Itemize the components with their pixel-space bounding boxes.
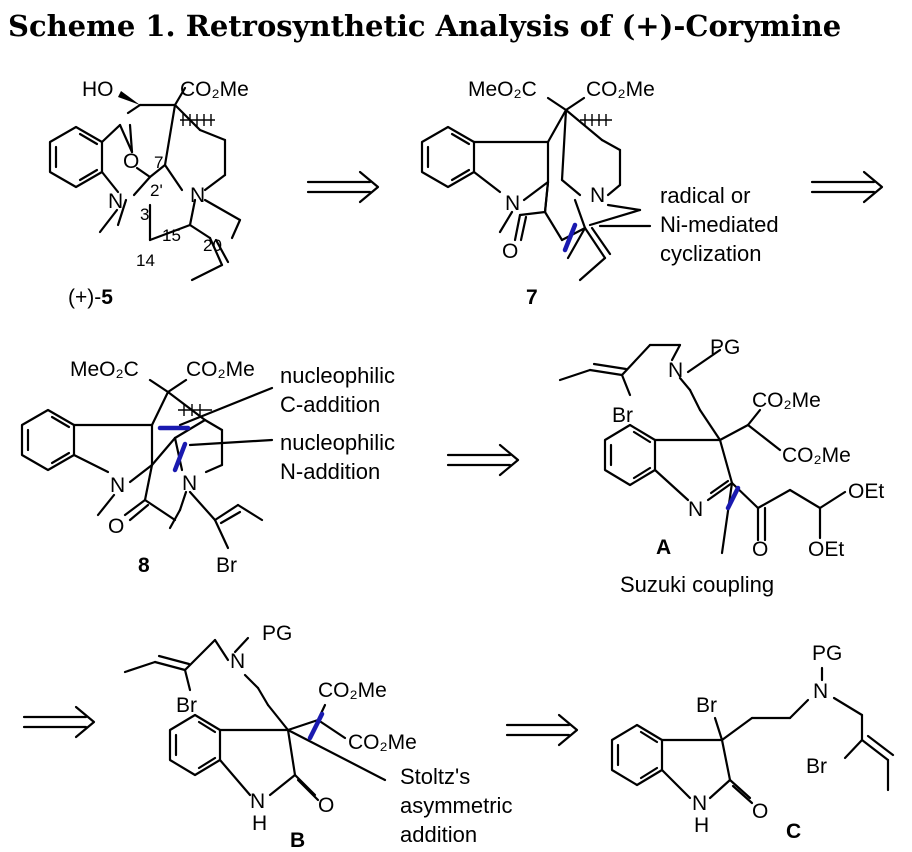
atom-label-meo2c: MeO₂C: [468, 78, 537, 101]
atom-label-co2me: CO₂Me: [186, 358, 255, 381]
atom-label-co2me: CO₂Me: [752, 389, 821, 412]
atom-label-o: O: [752, 538, 768, 561]
svg-text:nucleophilic: nucleophilic: [280, 430, 395, 455]
atom-label-meo2c: MeO₂C: [70, 358, 139, 381]
atom-label-br: Br: [806, 755, 827, 778]
atom-number-14: 14: [136, 251, 155, 270]
atom-label-n: N: [688, 498, 703, 521]
compound-label-8: 8: [138, 554, 150, 577]
retro-arrow: [505, 713, 579, 747]
atom-label-h: H: [694, 814, 709, 837]
compound-a-structure: [558, 343, 847, 555]
atom-label-n: N: [813, 680, 828, 703]
svg-text:C-addition: C-addition: [280, 392, 380, 417]
atom-number-3: 3: [140, 205, 149, 224]
compound-label-a: A: [656, 536, 671, 559]
annotation-nucleophilic-n-addition: nucleophilic N-addition: [280, 430, 395, 484]
atom-label-o: O: [318, 794, 334, 817]
retro-arrow: [306, 170, 380, 204]
retro-arrow: [810, 170, 884, 204]
atom-label-n: N: [250, 790, 265, 813]
annotation-stoltz-addition: Stoltz's asymmetric addition: [400, 764, 512, 847]
svg-text:N-addition: N-addition: [280, 459, 380, 484]
annotation-radical-cyclization: radical or Ni-mediated cyclization: [660, 183, 779, 266]
atom-label-br: Br: [612, 404, 633, 427]
atom-label-co2me: CO₂Me: [318, 679, 387, 702]
atom-label-h: H: [252, 812, 267, 835]
atom-label-pg: PG: [262, 622, 292, 645]
svg-text:asymmetric: asymmetric: [400, 793, 512, 818]
atom-label-oet: OEt: [848, 480, 884, 503]
atom-label-o: O: [123, 150, 139, 173]
svg-text:cyclization: cyclization: [660, 241, 761, 266]
atom-label-pg: PG: [812, 642, 842, 665]
atom-label-co2me: CO₂Me: [586, 78, 655, 101]
retro-arrow: [22, 705, 96, 739]
scheme-title: Scheme 1. Retrosynthetic Analysis of (+)…: [8, 9, 841, 43]
compound-label-b: B: [290, 829, 305, 852]
atom-label-co2me: CO₂Me: [348, 731, 417, 754]
atom-label-o: O: [108, 515, 124, 538]
atom-number-2: 2': [150, 181, 163, 200]
atom-number-15: 15: [162, 226, 181, 245]
compound-5-structure: [48, 86, 242, 282]
atom-label-br: Br: [696, 694, 717, 717]
atom-number-7: 7: [154, 153, 163, 172]
atom-label-ho: HO: [82, 78, 114, 101]
svg-text:radical or: radical or: [660, 183, 750, 208]
svg-text:addition: addition: [400, 822, 477, 847]
compound-label-c: C: [786, 820, 801, 843]
atom-label-n: N: [668, 359, 683, 382]
atom-label-n: N: [692, 792, 707, 815]
svg-text:Stoltz's: Stoltz's: [400, 764, 470, 789]
atom-label-n: N: [230, 650, 245, 673]
atom-label-co2me: CO₂Me: [782, 444, 851, 467]
atom-label-co2me: CO₂Me: [180, 78, 249, 101]
atom-label-n: N: [190, 184, 205, 207]
atom-label-n: N: [590, 184, 605, 207]
atom-number-20: 20: [203, 236, 222, 255]
compound-b-structure: [123, 636, 387, 802]
compound-8-structure: [20, 378, 274, 550]
atom-label-pg: PG: [710, 336, 740, 359]
compound-label-5: (+)-5: [68, 286, 113, 309]
compound-7-structure: [420, 96, 652, 282]
atom-label-oet: OEt: [808, 538, 844, 561]
svg-text:nucleophilic: nucleophilic: [280, 363, 395, 388]
atom-label-n: N: [505, 192, 520, 215]
retro-arrow: [446, 443, 520, 477]
atom-label-n: N: [108, 190, 123, 213]
atom-label-br: Br: [216, 554, 237, 577]
annotation-suzuki-coupling: Suzuki coupling: [620, 572, 774, 597]
atom-label-o: O: [752, 800, 768, 823]
atom-label-n: N: [110, 474, 125, 497]
atom-label-o: O: [502, 240, 518, 263]
svg-text:Ni-mediated: Ni-mediated: [660, 212, 779, 237]
atom-label-br: Br: [176, 694, 197, 717]
atom-label-n: N: [182, 472, 197, 495]
compound-c-structure: [610, 666, 895, 805]
compound-label-7: 7: [526, 286, 538, 309]
annotation-nucleophilic-c-addition: nucleophilic C-addition: [280, 363, 395, 417]
